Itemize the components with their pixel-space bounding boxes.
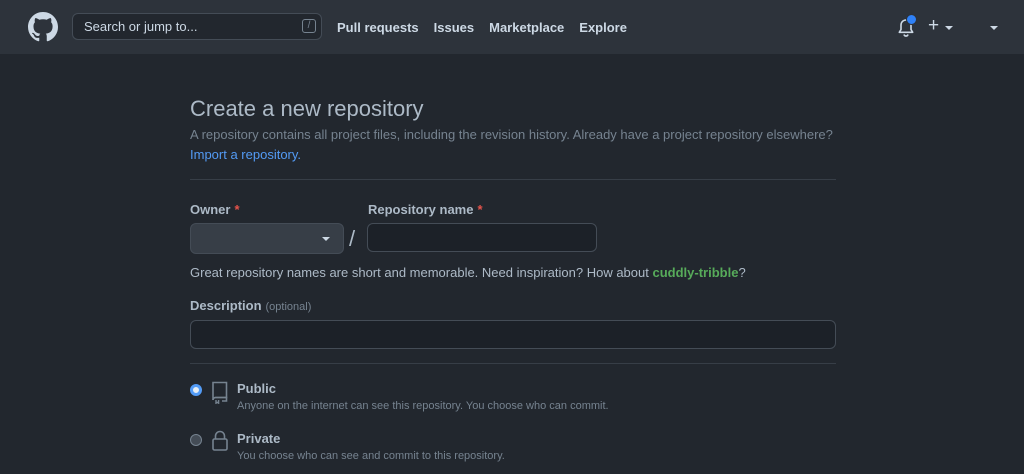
notification-indicator <box>906 14 917 25</box>
divider <box>190 179 836 180</box>
hint-text: Great repository names are short and mem… <box>190 265 649 280</box>
name-suggestion[interactable]: cuddly-tribble <box>652 265 739 280</box>
hint-suffix: ? <box>738 265 746 280</box>
private-label[interactable]: Private <box>237 431 281 446</box>
repository-name-input[interactable] <box>367 223 597 252</box>
owner-repo-separator: / <box>349 226 356 251</box>
private-radio[interactable] <box>190 434 202 446</box>
nav-marketplace[interactable]: Marketplace <box>489 19 565 35</box>
divider <box>190 363 836 364</box>
page-subtitle: A repository contains all project files,… <box>190 127 833 142</box>
description-label: Description(optional) <box>190 298 311 313</box>
owner-label: Owner* <box>190 202 240 217</box>
repo-name-required-mark: * <box>477 202 483 217</box>
description-input[interactable] <box>190 320 836 349</box>
public-label[interactable]: Public <box>237 381 277 396</box>
public-radio[interactable] <box>190 384 202 396</box>
repo-name-label-text: Repository name <box>368 202 474 217</box>
private-description: You choose who can see and commit to thi… <box>237 450 505 462</box>
create-new-plus-icon[interactable]: + <box>928 15 940 36</box>
import-repository-link[interactable]: Import a repository. <box>190 147 302 162</box>
owner-select[interactable] <box>190 223 344 254</box>
repo-book-icon <box>212 381 228 404</box>
repo-name-label: Repository name* <box>368 202 483 217</box>
owner-required-mark: * <box>234 202 240 217</box>
github-logo-icon[interactable] <box>28 12 58 42</box>
owner-label-text: Owner <box>190 202 231 217</box>
top-header: Search or jump to... / Pull requests Iss… <box>0 0 1024 54</box>
search-placeholder: Search or jump to... <box>84 19 198 34</box>
page-title: Create a new repository <box>190 96 424 121</box>
nav-pull-requests[interactable]: Pull requests <box>337 19 419 35</box>
description-optional-tag: (optional) <box>265 301 312 313</box>
global-nav: Pull requests Issues Marketplace Explore <box>337 0 642 54</box>
search-input[interactable]: Search or jump to... / <box>72 13 322 40</box>
nav-issues[interactable]: Issues <box>433 19 475 35</box>
user-menu-caret-icon[interactable] <box>990 26 998 30</box>
search-shortcut-key: / <box>302 19 316 33</box>
nav-explore[interactable]: Explore <box>579 19 627 35</box>
public-description: Anyone on the internet can see this repo… <box>237 400 609 412</box>
description-label-text: Description <box>190 298 262 313</box>
owner-select-caret-icon <box>322 237 330 241</box>
repo-name-hint: Great repository names are short and mem… <box>190 265 746 280</box>
lock-icon <box>212 430 228 451</box>
create-new-caret-icon[interactable] <box>945 26 953 30</box>
